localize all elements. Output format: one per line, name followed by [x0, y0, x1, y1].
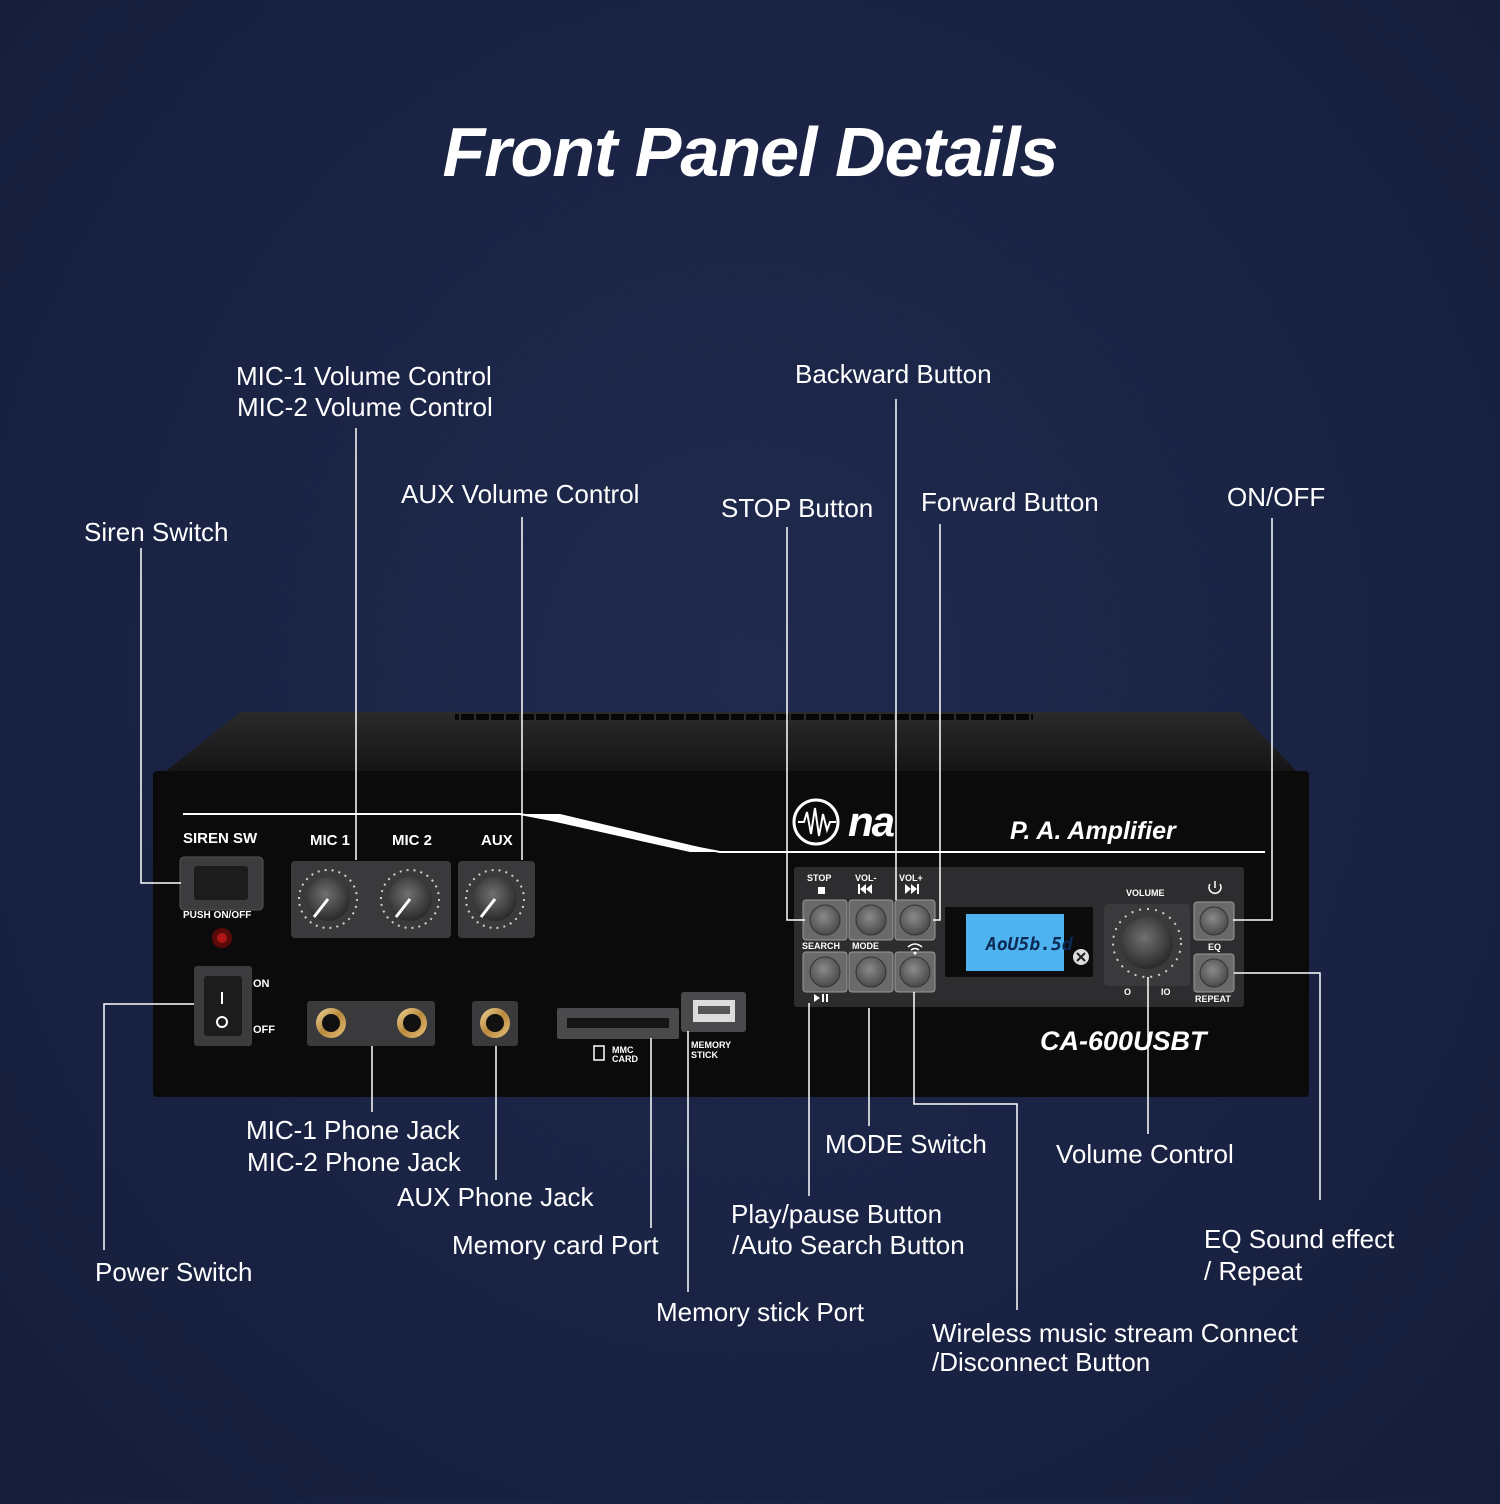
mode-label: MODE: [852, 941, 879, 951]
callout-mic2-jack: MIC-2 Phone Jack: [247, 1147, 461, 1177]
volume-min-label: O: [1124, 987, 1132, 997]
callout-memory-stick: Memory stick Port: [656, 1297, 865, 1327]
callout-mic1-jack: MIC-1 Phone Jack: [246, 1115, 460, 1145]
power-btn: [1199, 906, 1229, 936]
callout-aux-volume: AUX Volume Control: [401, 479, 640, 509]
push-on-off-label: PUSH ON/OFF: [183, 910, 252, 921]
callout-eq: EQ Sound effect: [1204, 1224, 1395, 1254]
callout-wireless-connect: Wireless music stream Connect: [932, 1318, 1298, 1348]
bt-btn: [899, 956, 931, 988]
eq-btn: [1199, 958, 1229, 988]
callout-power-switch: Power Switch: [95, 1257, 253, 1287]
aux-knob: [465, 869, 525, 929]
mode-btn: [855, 956, 887, 988]
callout-stop-button: STOP Button: [721, 493, 874, 523]
callout-on-off: ON/OFF: [1227, 482, 1326, 512]
search-label: SEARCH: [802, 941, 841, 951]
volume-label: VOLUME: [1126, 888, 1165, 898]
chassis-top: [155, 712, 1305, 780]
stop-label: STOP: [807, 873, 832, 883]
callout-wireless-disconnect: /Disconnect Button: [932, 1347, 1151, 1377]
callout-volume-control: Volume Control: [1056, 1139, 1234, 1169]
vol-minus-label: VOL-: [855, 873, 877, 883]
vol-plus-btn: [899, 904, 931, 936]
aux-jack: [480, 1008, 510, 1038]
mic1-label: MIC 1: [310, 832, 351, 849]
vol-minus-btn: [855, 904, 887, 936]
volume-knob: [1112, 908, 1182, 978]
search-btn: [809, 956, 841, 988]
callout-mic2-volume: MIC-2 Volume Control: [237, 392, 493, 422]
mic2-label: MIC 2: [392, 832, 433, 849]
stop-btn: [809, 904, 841, 936]
lcd-readout: AoU5b.5d: [986, 934, 1073, 955]
product-name: P. A. Amplifier: [1010, 817, 1176, 845]
page-title: Front Panel Details: [442, 113, 1058, 191]
callout-auto-search: /Auto Search Button: [732, 1230, 965, 1260]
on-label: ON: [253, 978, 270, 990]
aux-label: AUX: [481, 832, 513, 849]
off-label: OFF: [253, 1024, 275, 1036]
callout-aux-jack: AUX Phone Jack: [397, 1182, 594, 1212]
vol-plus-label: VOL+: [899, 873, 923, 883]
mic2-knob: [380, 869, 440, 929]
repeat-label: REPEAT: [1195, 994, 1231, 1004]
callout-siren-switch: Siren Switch: [84, 517, 229, 547]
callout-forward-button: Forward Button: [921, 487, 1099, 517]
brand-logo-text: na: [848, 798, 895, 845]
callout-repeat: / Repeat: [1204, 1256, 1303, 1286]
memory-stick-label: MEMORY STICK: [691, 1040, 732, 1060]
mmc-card-label: MMC CARD: [612, 1045, 638, 1064]
mic1-knob: [298, 869, 358, 929]
siren-sw-label: SIREN SW: [183, 830, 258, 847]
callout-mic1-volume: MIC-1 Volume Control: [236, 361, 492, 391]
callout-play-pause: Play/pause Button: [731, 1199, 943, 1229]
model-number: CA-600USBT: [1040, 1026, 1207, 1056]
eq-label: EQ: [1208, 942, 1222, 952]
lcd-display: [966, 914, 1064, 971]
mic1-jack: [316, 1008, 346, 1038]
callout-mode-switch: MODE Switch: [825, 1129, 987, 1159]
callout-backward-button: Backward Button: [795, 359, 992, 389]
volume-max-label: IO: [1161, 987, 1171, 997]
mic2-jack: [397, 1008, 427, 1038]
callout-memory-card: Memory card Port: [452, 1230, 659, 1260]
